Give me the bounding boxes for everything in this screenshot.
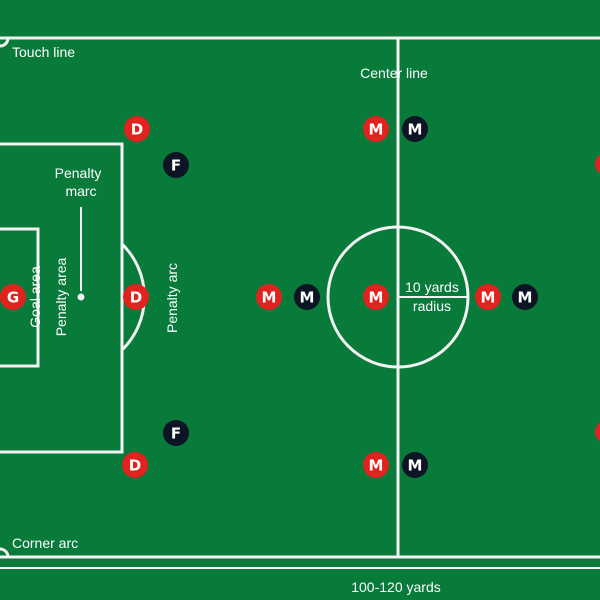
penalty-arc-label: Penalty arc [164,263,180,333]
dark-midfielder-token-3: M [512,284,538,310]
center-line-label: Center line [360,65,428,81]
dark-forward-token-1: F [163,152,189,178]
red-midfielder-token-5: M [363,452,389,478]
red-midfielder-letter-4: M [481,289,496,307]
penalty-area [0,142,124,454]
red-midfielder-letter-1: M [369,121,384,139]
radius-label-line1: 10 yards [405,279,459,295]
red-midfielder-letter-2: M [262,289,277,307]
red-defender-letter-3: D [129,457,141,475]
red-midfielder-token-3: M [363,284,389,310]
dark-forward-token-2: F [163,420,189,446]
edge-marker-bottom [595,422,600,442]
red-team: G D D D M M M M [0,116,501,478]
penalty-spot [77,293,85,301]
red-midfielder-token-2: M [256,284,282,310]
red-goalkeeper-token: G [0,284,26,310]
red-midfielder-token-4: M [475,284,501,310]
red-midfielder-token-1: M [363,116,389,142]
dark-midfielder-letter-4: M [408,457,423,475]
red-midfielder-letter-3: M [369,289,384,307]
dark-midfielder-letter-3: M [518,289,533,307]
red-defender-letter-1: D [131,121,143,139]
red-goalkeeper-letter: G [7,289,19,307]
edge-marker-top [595,154,600,174]
goal-area-label: Goal area [27,266,43,328]
dark-midfielder-token-1: M [402,116,428,142]
red-defender-letter-2: D [130,289,142,307]
penalty-marc-label-line1: Penalty [55,165,102,181]
dark-team: F F M M M M [163,116,538,478]
red-midfielder-letter-5: M [369,457,384,475]
dark-midfielder-token-2: M [294,284,320,310]
field-markings [0,36,600,569]
corner-arc-top [0,37,10,48]
dark-forward-letter-1: F [171,157,181,175]
corner-arc-label: Corner arc [12,535,78,551]
length-label: 100-120 yards [351,579,441,595]
corner-arc-bottom [0,547,10,558]
red-defender-token-3: D [122,452,148,478]
radius-label-line2: radius [413,298,451,314]
dark-midfielder-letter-1: M [408,121,423,139]
goal-area [0,227,40,368]
penalty-marc-label-line2: marc [65,183,96,199]
touch-line-label: Touch line [12,44,75,60]
dark-midfielder-token-4: M [402,452,428,478]
dark-forward-letter-2: F [171,425,181,443]
dark-midfielder-letter-2: M [300,289,315,307]
red-defender-token-1: D [124,116,150,142]
penalty-area-label: Penalty area [53,257,69,336]
red-defender-token-2: D [123,284,149,310]
